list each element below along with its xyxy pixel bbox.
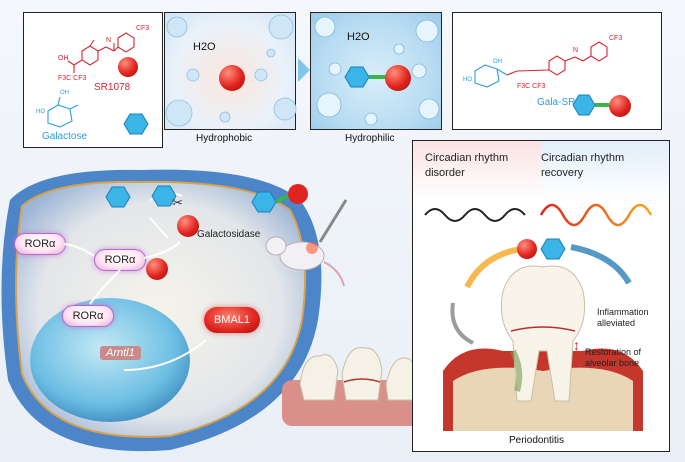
galactose-hexagon bbox=[123, 113, 149, 135]
mouse-injection-illustration bbox=[251, 184, 348, 287]
ror-alpha-pill-1: RORα bbox=[14, 233, 66, 255]
hydrophobic-bubbles bbox=[165, 14, 297, 127]
recovery-label: Circadian rhythm recovery bbox=[541, 151, 624, 181]
mouse-teeth-illustration bbox=[282, 347, 422, 426]
gala-sr-structure bbox=[474, 41, 608, 88]
bmal1-pill: BMAL1 bbox=[204, 307, 260, 333]
ror-alpha-pill-3: RORα bbox=[62, 305, 114, 327]
disorder-text: Circadian rhythm disorder bbox=[425, 152, 509, 179]
hydrophilic-label: Hydrophilic bbox=[345, 133, 395, 144]
bone-text: Restoration of alveolar bone bbox=[585, 347, 642, 368]
hydrophilic-water-label: H2O bbox=[347, 31, 370, 43]
inflammation-text: Inflammation alleviated bbox=[597, 307, 649, 328]
galactose-structure bbox=[47, 96, 79, 128]
disorder-bg bbox=[413, 141, 541, 201]
panel-red-sphere bbox=[517, 239, 537, 259]
hydrophobic-panel: H2O bbox=[164, 12, 297, 130]
gala-sr-cf3-label: CF3 bbox=[609, 35, 623, 42]
hydrophobic-red-sphere bbox=[219, 65, 245, 91]
sr1078-galactose-panel: CF3 N OH F3C CF3 SR1078 OH HO Galactose bbox=[23, 12, 163, 148]
bone-label: Restoration of alveolar bone bbox=[585, 347, 641, 369]
galactose-label: Galactose bbox=[42, 131, 88, 142]
cf3-label: CF3 bbox=[136, 25, 150, 32]
nh-label: N bbox=[106, 37, 112, 44]
periodontitis-panel: Circadian rhythm disorder Circadian rhyt… bbox=[412, 140, 670, 452]
scissors-icon: ✂ bbox=[172, 195, 183, 210]
hydrophilic-conjugate bbox=[344, 66, 387, 88]
sr1078-red-sphere bbox=[118, 57, 138, 77]
hydrophilic-red-sphere bbox=[385, 65, 411, 91]
gala-sr-cf3-lower: F3C CF3 bbox=[517, 83, 546, 90]
ror-alpha-label-3: RORα bbox=[72, 310, 104, 322]
hydrophilic-panel: H2O bbox=[310, 12, 442, 130]
tooth-illustration bbox=[443, 265, 643, 431]
recovery-text: Circadian rhythm recovery bbox=[541, 152, 625, 179]
gala-sr-panel: CF3 N OH HO F3C CF3 Gala-SR bbox=[452, 12, 662, 130]
recovery-bg bbox=[541, 141, 669, 201]
gala-sr-ho-label: HO bbox=[463, 77, 472, 83]
ror-alpha-pill-2: RORα bbox=[94, 249, 146, 271]
panel-hexagon bbox=[540, 238, 566, 260]
inflammation-label: Inflammation alleviated bbox=[597, 307, 649, 329]
cell-hexagon-1 bbox=[105, 186, 131, 208]
sr1078-label: SR1078 bbox=[94, 82, 131, 93]
arntl-label: Arntl1 bbox=[100, 346, 141, 360]
gala-sr-nh-label: N bbox=[573, 47, 579, 54]
ror-alpha-label-1: RORα bbox=[24, 238, 56, 250]
cell-membrane bbox=[1, 169, 322, 452]
solubility-arrow bbox=[298, 58, 310, 82]
disorder-label: Circadian rhythm disorder bbox=[425, 151, 508, 181]
hydrophobic-label: Hydrophobic bbox=[196, 133, 253, 144]
gala-sr-label: Gala-SR bbox=[537, 97, 576, 108]
galactose-oh-label: OH bbox=[60, 90, 69, 96]
oh-label: OH bbox=[58, 55, 69, 62]
gala-sr-red-sphere bbox=[609, 95, 631, 117]
galactosidase-label: Galactosidase bbox=[197, 229, 261, 240]
sr1078-structure bbox=[67, 32, 135, 73]
cell-red-sphere-2 bbox=[146, 258, 168, 280]
double-arrow-icon: ↕ bbox=[573, 337, 580, 353]
bmal1-label: BMAL1 bbox=[213, 314, 251, 326]
therapy-cycle-arrows bbox=[450, 244, 632, 345]
cell-hexagon-2 bbox=[151, 185, 177, 207]
cell-red-sphere-1 bbox=[177, 215, 199, 237]
f3c-cf3-label: F3C CF3 bbox=[58, 75, 87, 82]
rhythm-waves bbox=[424, 203, 653, 227]
hydrophobic-water-label: H2O bbox=[193, 41, 216, 53]
galactose-ho-label: HO bbox=[36, 109, 45, 115]
ror-alpha-label-2: RORα bbox=[104, 254, 136, 266]
gala-sr-conjugate bbox=[572, 94, 609, 116]
periodontitis-label: Periodontitis bbox=[509, 435, 565, 446]
hydrophilic-bubbles bbox=[314, 16, 440, 126]
gala-sr-oh-label: OH bbox=[493, 59, 502, 65]
